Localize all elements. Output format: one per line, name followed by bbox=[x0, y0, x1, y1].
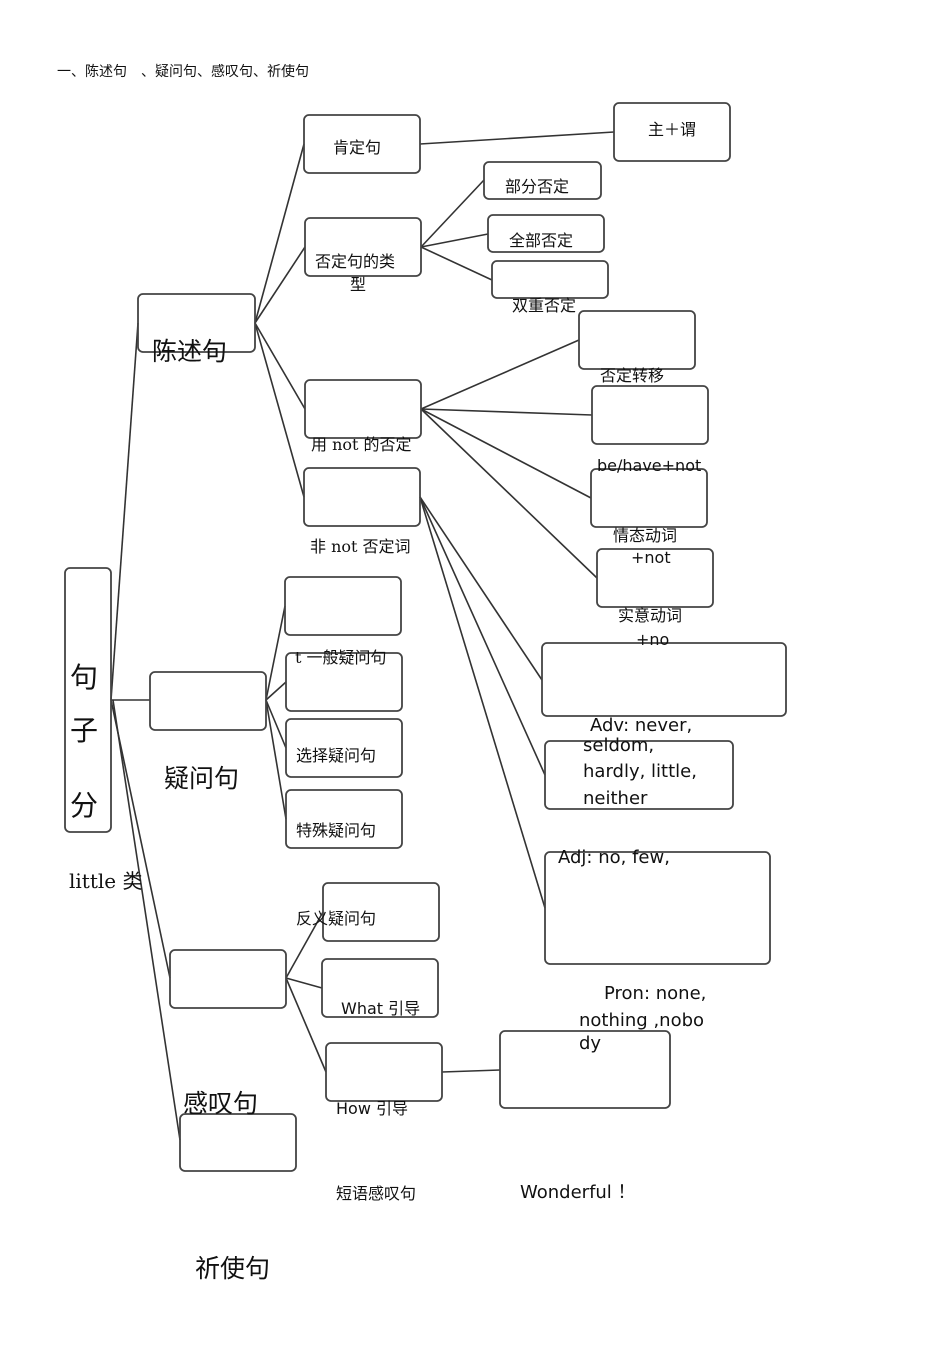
modal-not-label: +not bbox=[631, 548, 671, 567]
imperative-label: 祈使句 bbox=[195, 1254, 271, 1283]
exclamatory-box bbox=[169, 949, 287, 1009]
non-not-negation-label: 非 not 否定词 bbox=[310, 537, 411, 556]
root-char-2: 子 bbox=[70, 714, 99, 747]
connector-line bbox=[265, 681, 287, 701]
no-box bbox=[541, 642, 787, 717]
general-question-box bbox=[284, 576, 402, 636]
be-have-not-box bbox=[591, 385, 709, 445]
connector-line bbox=[419, 496, 546, 776]
what-exclamation-label: What 引导 bbox=[341, 999, 421, 1018]
adv-box bbox=[544, 740, 734, 810]
page-heading: 一、陈述句 、疑问句、感叹句、祈使句 bbox=[57, 64, 309, 80]
wonderful-example: Wonderful ！ bbox=[520, 1182, 636, 1203]
notional-verb-box bbox=[596, 548, 714, 608]
connector-line bbox=[420, 179, 485, 248]
interrogative-label: 疑问句 bbox=[164, 764, 240, 793]
connector-line bbox=[254, 246, 306, 324]
wonderful-box bbox=[499, 1030, 671, 1109]
what-box bbox=[321, 958, 439, 1018]
modal-verb-box bbox=[590, 468, 708, 528]
phrase-exclamation-label: 短语感叹句 bbox=[336, 1184, 417, 1203]
connector-line bbox=[285, 911, 324, 979]
imperative-box bbox=[179, 1113, 297, 1172]
pron-line-1: Pron: none, bbox=[604, 983, 707, 1004]
not-negation-box bbox=[304, 379, 422, 439]
negative-types-label-2: 型 bbox=[350, 275, 367, 294]
root-extra: little 类 bbox=[69, 869, 143, 893]
connector-line bbox=[110, 322, 139, 701]
alternative-question-label: 选择疑问句 bbox=[296, 746, 377, 765]
negative-types-label: 否定句的类 bbox=[315, 252, 396, 271]
connector-line bbox=[420, 233, 489, 248]
adv-line-3: hardly, little, bbox=[583, 761, 697, 782]
connector-line bbox=[420, 408, 593, 416]
negative-types-box bbox=[304, 217, 422, 277]
be-have-not-label: be/have+not bbox=[597, 456, 702, 475]
connector-line bbox=[441, 1069, 501, 1073]
connector-line bbox=[285, 977, 327, 1073]
not-negation-label: 用 not 的否定 bbox=[311, 435, 412, 454]
partial-negation-box bbox=[483, 161, 602, 200]
negation-transfer-label: 否定转移 bbox=[600, 366, 665, 385]
root-box bbox=[64, 567, 112, 833]
total-negation-box bbox=[487, 214, 605, 253]
special-question-label: 特殊疑问句 bbox=[296, 821, 377, 840]
negation-transfer-box bbox=[578, 310, 696, 370]
connector-line bbox=[254, 322, 305, 498]
special-question-box bbox=[285, 789, 403, 849]
non-not-negation-box bbox=[303, 467, 421, 527]
connector-line bbox=[265, 605, 286, 701]
total-negation-label: 全部否定 bbox=[509, 231, 574, 250]
adj-label: Adj: no, few, bbox=[558, 847, 670, 868]
tag-question-label: 反义疑问句 bbox=[296, 909, 377, 928]
general-question-label: t 一般疑问句 bbox=[295, 648, 387, 667]
connector-line bbox=[285, 977, 323, 989]
connector-line bbox=[420, 408, 598, 579]
connector-line bbox=[419, 131, 615, 145]
how-box bbox=[325, 1042, 443, 1102]
double-negation-box bbox=[491, 260, 609, 299]
exclamatory-label: 感叹句 bbox=[183, 1089, 259, 1118]
alternative-question-box bbox=[285, 718, 403, 778]
adv-line-1: Adv: never, bbox=[590, 715, 693, 736]
how-exclamation-label: How 引导 bbox=[336, 1099, 408, 1118]
interrogative-box bbox=[149, 671, 267, 731]
connector-line bbox=[254, 143, 305, 324]
connector-line bbox=[265, 699, 287, 820]
declarative-box bbox=[137, 293, 256, 353]
subject-predicate-label: 主＋谓 bbox=[648, 120, 697, 139]
pron-line-2: nothing ,nobo bbox=[579, 1010, 705, 1031]
affirmative-label: 肯定句 bbox=[333, 138, 382, 157]
partial-negation-label: 部分否定 bbox=[505, 177, 570, 196]
root-char-3: 分 bbox=[70, 789, 99, 822]
connector-line bbox=[265, 699, 287, 749]
declarative-label: 陈述句 bbox=[152, 337, 228, 366]
connector-line bbox=[419, 496, 546, 909]
connector-line bbox=[112, 699, 181, 1141]
adj-box bbox=[544, 851, 771, 965]
double-negation-label: 双重否定 bbox=[512, 296, 577, 315]
adv-line-2: seldom, bbox=[583, 735, 655, 756]
pron-line-3: dy bbox=[579, 1033, 602, 1054]
notional-no-label: +no bbox=[636, 630, 670, 649]
question-box-2 bbox=[285, 652, 403, 712]
affirmative-box bbox=[303, 114, 421, 174]
connector-line bbox=[420, 246, 493, 281]
adv-line-4: neither bbox=[583, 788, 648, 809]
connector-line bbox=[420, 408, 592, 499]
connector-line bbox=[254, 322, 306, 410]
root-char-1: 句 bbox=[70, 661, 99, 694]
tag-question-box bbox=[322, 882, 440, 942]
subject-predicate-box bbox=[613, 102, 731, 162]
connector-line bbox=[419, 496, 543, 681]
modal-verb-label: 情态动词 bbox=[613, 526, 678, 545]
connector-line bbox=[420, 339, 580, 410]
notional-verb-label: 实意动词 bbox=[618, 606, 683, 625]
